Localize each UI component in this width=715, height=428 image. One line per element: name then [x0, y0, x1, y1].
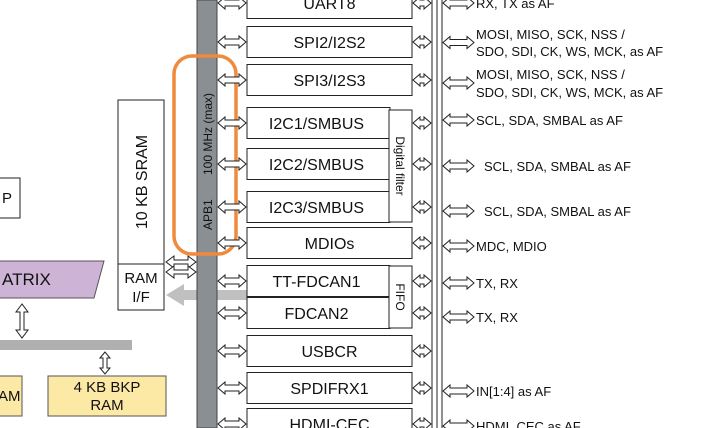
spdifrx1-label: SPDIFRX1	[290, 381, 368, 398]
mdios-signal-0: MDC, MDIO	[476, 239, 547, 254]
partial-p-block: P	[0, 177, 21, 219]
hdmicec-signal-0: HDMI_CEC as AF	[476, 419, 581, 428]
spi3-label: SPI3/I2S3	[293, 73, 365, 90]
peripheral-hdmicec: HDMI-CEC HDMI_CEC as AF	[217, 408, 581, 428]
partial-ram-block: AM	[0, 375, 23, 417]
peripheral-i2c2: I2C2/SMBUS SCL, SDA, SMBAL as AF	[217, 148, 631, 180]
ram-if-block: RAM I/F	[117, 263, 165, 311]
usbcr-box	[246, 335, 413, 367]
uart8-box	[246, 0, 413, 19]
digital-filter-block: Digital filter	[388, 109, 413, 223]
fifo-label: FIFO	[393, 283, 407, 310]
matrix-down-arrow	[15, 303, 29, 339]
fdcan1-signal-0: TX, RX	[476, 276, 518, 291]
i2c3-signal-0: SCL, SDA, SMBAL as AF	[484, 204, 631, 219]
hdmicec-label: HDMI-CEC	[290, 417, 370, 428]
ram-if-line1: RAM	[124, 270, 157, 287]
i2c2-box	[246, 148, 391, 180]
i2c1-label: I2C1/SMBUS	[269, 116, 364, 133]
apb1-bus: APB1 100 MHz (max)	[196, 0, 218, 428]
fdcan2-box	[246, 297, 391, 329]
spi3-box	[246, 64, 413, 96]
peripheral-usbcr: USBCR	[217, 335, 432, 367]
sram-label: 10 KB SRAM	[134, 135, 151, 229]
mdios-box	[246, 227, 413, 259]
i2c1-signal-0: SCL, SDA, SMBAL as AF	[476, 113, 623, 128]
apb1-bus-label: APB1	[201, 199, 215, 230]
i2c3-label: I2C3/SMBUS	[269, 200, 364, 217]
fdcan2-signal-0: TX, RX	[476, 310, 518, 325]
peripheral-spi2: SPI2/I2S2 MOSI, MISO, SCK, NSS / SDO, SDI,…	[217, 26, 663, 59]
spdifrx1-box	[246, 372, 413, 404]
bkp-ram-line1: 4 KB BKP	[74, 379, 141, 396]
fdcan2-label: FDCAN2	[284, 306, 348, 323]
hdmicec-box	[246, 408, 413, 428]
fdcan1-box	[246, 265, 391, 297]
bkp-ram-line2: RAM	[90, 397, 123, 414]
bus-matrix-label: ATRIX	[2, 270, 51, 289]
spi3-signal-1: SDO, SDI, CK, WS, MCK, as AF	[476, 85, 663, 100]
partial-p-label: P	[2, 190, 12, 207]
ahb-gray-bar	[0, 340, 132, 350]
spi2-label: SPI2/I2S2	[293, 35, 365, 52]
spi2-box	[246, 26, 413, 58]
fifo-block: FIFO	[388, 265, 413, 329]
peripheral-i2c3: I2C3/SMBUS SCL, SDA, SMBAL as AF	[217, 191, 631, 223]
i2c3-box	[246, 191, 391, 223]
peripheral-fdcan2: FDCAN2 TX, RX	[217, 297, 518, 329]
peripheral-i2c1: I2C1/SMBUS SCL, SDA, SMBAL as AF	[217, 107, 623, 139]
peripheral-fdcan1: TT-FDCAN1 TX, RX	[217, 265, 518, 297]
apb1-clock-label: 100 MHz (max)	[201, 93, 215, 175]
sram-block: 10 KB SRAM	[117, 99, 165, 265]
ram-if-line2: I/F	[132, 289, 150, 306]
ram-if-bus-arrows	[165, 255, 197, 279]
spi2-signal-0: MOSI, MISO, SCK, NSS /	[476, 27, 625, 42]
i2c1-box	[246, 107, 391, 139]
spi3-signal-0: MOSI, MISO, SCK, NSS /	[476, 67, 625, 82]
uart8-label: UART8	[303, 0, 355, 13]
peripheral-mdios: MDIOs MDC, MDIO	[217, 227, 547, 259]
peripheral-spdifrx1: SPDIFRX1 IN[1:4] as AF	[217, 372, 551, 404]
uart8-signal-0: RX, TX as AF	[476, 0, 555, 11]
digital-filter-label: Digital filter	[393, 136, 407, 195]
signal-bus-lines	[431, 0, 443, 428]
i2c2-label: I2C2/SMBUS	[269, 157, 364, 174]
fdcan1-label: TT-FDCAN1	[273, 274, 361, 291]
mdios-label: MDIOs	[305, 236, 355, 253]
peripheral-spi3: SPI3/I2S3 MOSI, MISO, SCK, NSS / SDO, SDI,…	[217, 64, 663, 100]
spdifrx1-signal-0: IN[1:4] as AF	[476, 384, 551, 399]
bkp-ram-arrow	[98, 351, 112, 375]
usbcr-label: USBCR	[301, 344, 357, 361]
clock-highlight-outline	[172, 54, 238, 256]
i2c2-signal-0: SCL, SDA, SMBAL as AF	[484, 159, 631, 174]
peripheral-uart8: UART8 RX, TX as AF	[217, 0, 555, 19]
partial-ram-label: AM	[0, 388, 21, 405]
bus-matrix-block: ATRIX	[0, 260, 105, 299]
bkp-ram-block: 4 KB BKP RAM	[47, 375, 167, 417]
spi2-signal-1: SDO, SDI, CK, WS, MCK, as AF	[476, 44, 663, 59]
